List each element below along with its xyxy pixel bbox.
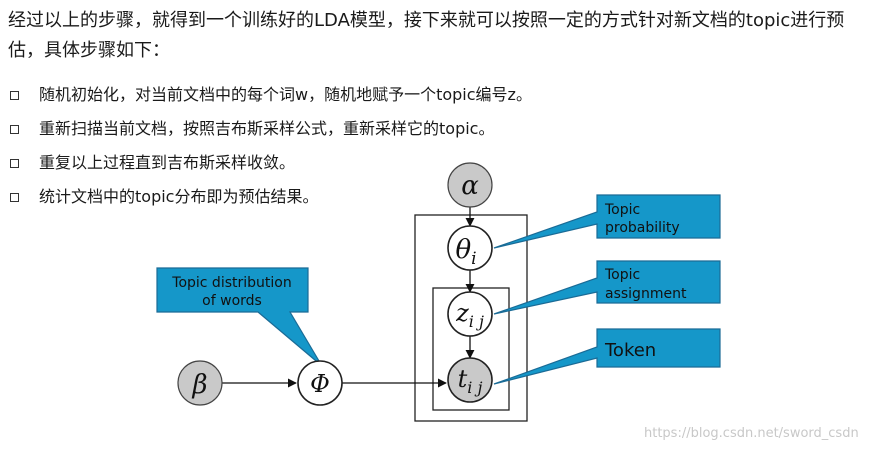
list-item: 随机初始化，对当前文档中的每个词w，随机地赋予一个topic编号z。 xyxy=(10,78,532,112)
square-bullet-icon xyxy=(10,192,19,202)
node-z: zi j xyxy=(447,291,493,337)
document-plate xyxy=(414,214,528,422)
callout-topic-distribution: Topic distribution of words xyxy=(156,267,323,367)
step-text: 重新扫描当前文档，按照吉布斯采样公式，重新采样它的topic。 xyxy=(39,119,495,138)
list-item: 重新扫描当前文档，按照吉布斯采样公式，重新采样它的topic。 xyxy=(10,112,532,146)
step-text: 随机初始化，对当前文档中的每个词w，随机地赋予一个topic编号z。 xyxy=(39,85,532,104)
callout-line: Topic xyxy=(604,267,640,283)
watermark: https://blog.csdn.net/sword_csdn xyxy=(644,426,859,441)
callout-line: Topic distribution xyxy=(171,275,291,291)
step-text: 重复以上过程直到吉布斯采样收敛。 xyxy=(39,153,296,172)
steps-list: 随机初始化，对当前文档中的每个词w，随机地赋予一个topic编号z。 重新扫描当… xyxy=(10,78,532,214)
square-bullet-icon xyxy=(10,158,19,168)
node-label: α xyxy=(461,171,479,201)
node-label: ti j xyxy=(458,365,483,397)
node-beta: β xyxy=(177,360,223,406)
callout-line: probability xyxy=(605,220,680,236)
list-item: 统计文档中的topic分布即为预估结果。 xyxy=(10,180,532,214)
callout-line: assignment xyxy=(605,286,687,302)
node-label: θi xyxy=(455,235,476,269)
node-phi: Φ xyxy=(297,360,343,406)
node-label: zi j xyxy=(455,299,484,331)
callout-topic-assignment: Topic assignment xyxy=(493,260,721,315)
callout-line: Token xyxy=(604,340,656,361)
node-label: Φ xyxy=(310,370,330,398)
callout-line: of words xyxy=(202,293,262,309)
callout-line: Topic xyxy=(604,202,640,218)
node-theta: θi xyxy=(447,225,493,271)
list-item: 重复以上过程直到吉布斯采样收敛。 xyxy=(10,146,532,180)
node-alpha: α xyxy=(447,162,493,208)
step-text: 统计文档中的topic分布即为预估结果。 xyxy=(39,187,319,206)
node-label: β xyxy=(191,370,207,400)
square-bullet-icon xyxy=(10,124,19,134)
square-bullet-icon xyxy=(10,90,19,100)
callout-token: Token xyxy=(493,328,721,385)
callout-topic-probability: Topic probability xyxy=(493,194,721,249)
intro-paragraph: 经过以上的步骤，就得到一个训练好的LDA模型，接下来就可以按照一定的方式针对新文… xyxy=(8,10,845,61)
node-t: ti j xyxy=(447,357,493,403)
